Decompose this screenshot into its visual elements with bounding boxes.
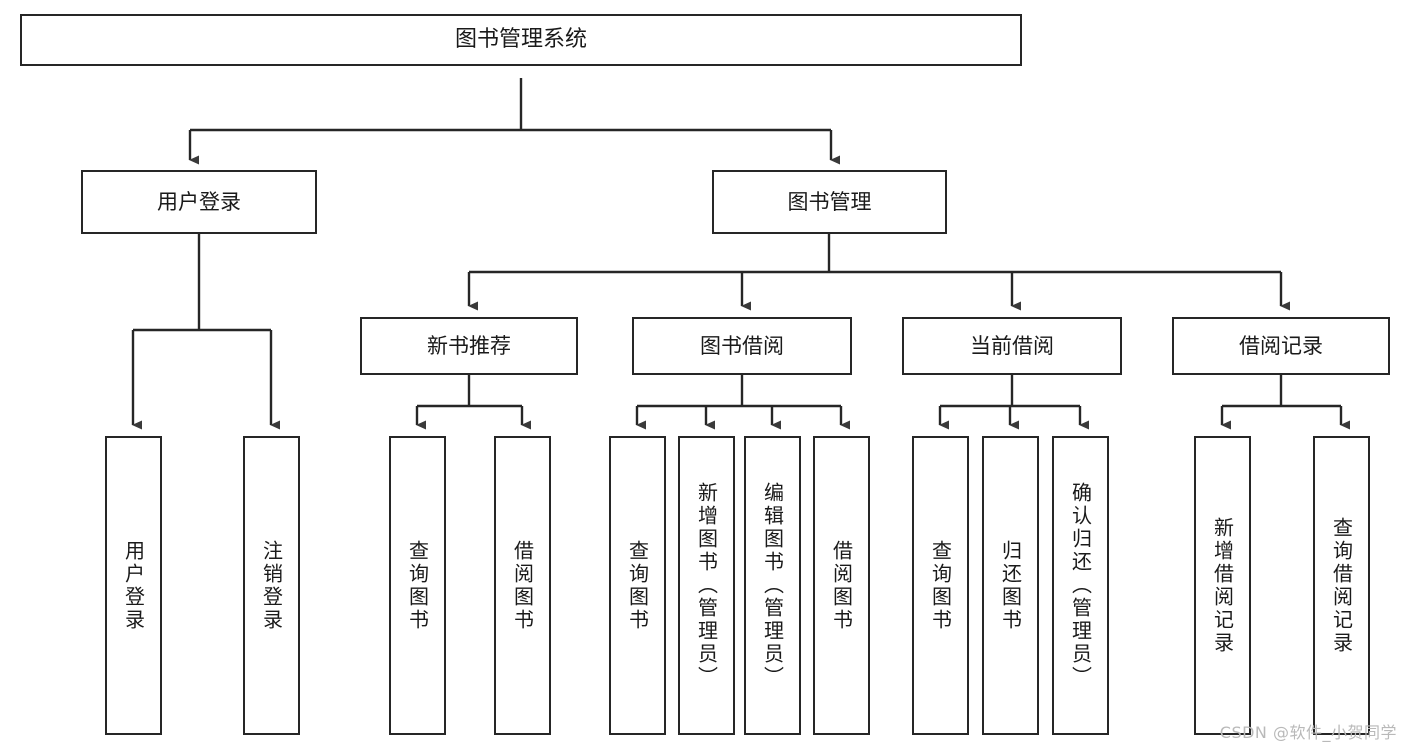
node-label: 注销登录: [259, 539, 284, 632]
node-book-management[interactable]: 图书管理: [712, 170, 947, 234]
node-label: 图书管理系统: [454, 27, 587, 53]
leaf-borrow-record-query[interactable]: 查询借阅记录: [1313, 436, 1370, 735]
node-label: 新书推荐: [427, 333, 511, 358]
leaf-current-borrow-confirm-return[interactable]: 确认归还（管理员）: [1052, 436, 1109, 735]
node-label: 新增图书（管理员）: [694, 482, 719, 689]
leaf-book-borrow-borrow[interactable]: 借阅图书: [813, 436, 870, 735]
node-label: 当前借阅: [970, 333, 1054, 358]
node-borrow-record[interactable]: 借阅记录: [1172, 317, 1390, 375]
edges-book-borrow-to-leaves: [635, 375, 850, 430]
leaf-book-borrow-query[interactable]: 查询图书: [609, 436, 666, 735]
node-label: 用户登录: [157, 189, 241, 214]
node-label: 图书借阅: [700, 333, 784, 358]
node-label: 借阅图书: [829, 539, 854, 632]
leaf-book-borrow-edit[interactable]: 编辑图书（管理员）: [744, 436, 801, 735]
leaf-current-borrow-query[interactable]: 查询图书: [912, 436, 969, 735]
edges-current-borrow-to-leaves: [938, 375, 1089, 430]
edges-book-mgmt-to-level3: [467, 234, 1290, 311]
node-book-borrow[interactable]: 图书借阅: [632, 317, 852, 375]
node-label: 新增借阅记录: [1210, 516, 1235, 655]
node-label: 图书管理: [787, 189, 872, 214]
node-label: 归还图书: [998, 539, 1023, 632]
node-label: 确认归还（管理员）: [1068, 482, 1093, 689]
node-label: 查询图书: [928, 539, 953, 632]
leaf-new-book-borrow[interactable]: 借阅图书: [494, 436, 551, 735]
node-label: 借阅图书: [510, 539, 535, 632]
edges-new-book-to-leaves: [415, 375, 531, 430]
node-label: 用户登录: [121, 539, 146, 632]
node-label: 借阅记录: [1239, 333, 1323, 358]
node-label: 查询图书: [625, 539, 650, 632]
node-label: 查询借阅记录: [1329, 516, 1354, 655]
leaf-user-login-login[interactable]: 用户登录: [105, 436, 162, 735]
node-label: 编辑图书（管理员）: [760, 482, 785, 689]
edges-root-to-level2: [188, 78, 840, 165]
edges-borrow-record-to-leaves: [1220, 375, 1350, 430]
edges-user-login-to-leaves: [131, 234, 280, 430]
leaf-new-book-query[interactable]: 查询图书: [389, 436, 446, 735]
leaf-borrow-record-add[interactable]: 新增借阅记录: [1194, 436, 1251, 735]
leaf-current-borrow-return[interactable]: 归还图书: [982, 436, 1039, 735]
csdn-watermark: CSDN @软件_小贺同学: [1219, 723, 1397, 742]
node-label: 查询图书: [405, 539, 430, 632]
leaf-book-borrow-add[interactable]: 新增图书（管理员）: [678, 436, 735, 735]
node-user-login[interactable]: 用户登录: [81, 170, 317, 234]
leaf-user-login-logout[interactable]: 注销登录: [243, 436, 300, 735]
node-book-management-system[interactable]: 图书管理系统: [20, 14, 1022, 66]
node-current-borrow[interactable]: 当前借阅: [902, 317, 1122, 375]
node-new-book-recommend[interactable]: 新书推荐: [360, 317, 578, 375]
